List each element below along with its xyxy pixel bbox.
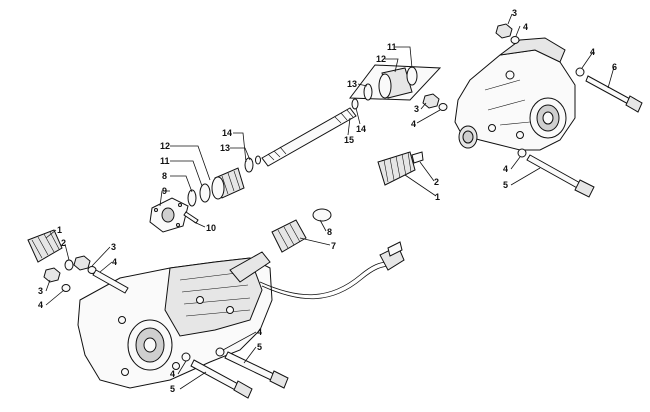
callout-5-front-left: 5 <box>170 384 175 394</box>
callout-8-front: 8 <box>327 227 332 237</box>
coupler-12-upper <box>378 67 413 99</box>
nut-3-front-upper <box>73 255 97 274</box>
callout-1-rear: 1 <box>435 192 440 202</box>
callout-4-rear-upper: 4 <box>590 47 595 57</box>
callout-3-rear-mid: 3 <box>414 104 419 114</box>
callout-10: 10 <box>206 223 216 233</box>
callout-3-front-lower: 3 <box>38 286 43 296</box>
callout-2-rear: 2 <box>434 177 439 187</box>
callout-13-mid: 13 <box>220 143 230 153</box>
callout-11-upper: 11 <box>387 42 397 52</box>
ring-8-front <box>312 208 332 222</box>
nut-3-rear-mid <box>422 93 448 111</box>
front-bolt-5-left <box>190 359 253 399</box>
propeller-shaft-15 <box>261 107 357 167</box>
screw-10 <box>183 211 199 224</box>
front-boot-1 <box>27 229 63 263</box>
callout-4-front-left: 4 <box>170 369 175 379</box>
callout-labels: 11 12 13 14 15 3 4 4 6 3 4 2 1 4 5 14 12… <box>38 8 617 394</box>
ring-11-mid <box>199 183 211 203</box>
callout-4-rear-lower: 4 <box>503 164 508 174</box>
clamp-2-front <box>64 259 74 271</box>
front-bolt-left <box>92 269 129 294</box>
callout-12-mid: 12 <box>160 141 170 151</box>
ring-13-upper <box>363 83 373 101</box>
callout-4-rear-top: 4 <box>523 22 528 32</box>
cover-plate-9 <box>149 197 189 233</box>
rear-bolt-6 <box>585 75 643 113</box>
callout-4-front-upper: 4 <box>112 257 117 267</box>
front-boot-7 <box>271 219 307 253</box>
callout-4-rear-mid: 4 <box>411 119 416 129</box>
callout-4-front-lower: 4 <box>38 300 43 310</box>
callout-8-mid: 8 <box>162 171 167 181</box>
nut-3-rear-top <box>495 23 520 44</box>
clamp-2-rear <box>411 151 424 164</box>
front-gearcase-housing <box>77 251 273 389</box>
callout-3-rear-top: 3 <box>512 8 517 18</box>
wiring-harness <box>259 241 405 300</box>
washer-4-rear-upper <box>575 67 585 77</box>
rear-bolt-5 <box>526 154 595 198</box>
callout-11-mid: 11 <box>160 156 170 166</box>
leader-lines <box>45 13 615 390</box>
nut-3-front-lower <box>43 267 71 292</box>
ring-8-mid <box>187 189 197 207</box>
ring-11-upper <box>406 66 418 86</box>
front-bolt-5-right <box>224 351 289 389</box>
callout-7: 7 <box>331 241 336 251</box>
callout-2-front: 2 <box>61 238 66 248</box>
callout-5-rear: 5 <box>503 180 508 190</box>
rear-gearcase-housing <box>454 37 576 151</box>
washer-14-mid <box>255 155 261 165</box>
callout-12-upper: 12 <box>376 54 386 64</box>
callout-14-mid: 14 <box>222 128 232 138</box>
callout-1-front: 1 <box>57 225 62 235</box>
washer-4-front-left <box>181 352 191 362</box>
callout-3-front-upper: 3 <box>111 242 116 252</box>
callout-6: 6 <box>612 62 617 72</box>
callout-5-front-right: 5 <box>257 342 262 352</box>
rear-boot-1 <box>377 151 416 186</box>
washer-14-upper <box>351 98 359 110</box>
washer-4-rear-lower <box>517 148 527 158</box>
washer-4-front-right <box>215 347 225 357</box>
callout-14-upper: 14 <box>356 124 366 134</box>
callout-13-upper: 13 <box>347 79 357 89</box>
callout-4-front-right: 4 <box>257 327 262 337</box>
coupler-12-mid <box>211 167 245 200</box>
callout-9: 9 <box>162 186 167 196</box>
callout-15: 15 <box>344 135 354 145</box>
